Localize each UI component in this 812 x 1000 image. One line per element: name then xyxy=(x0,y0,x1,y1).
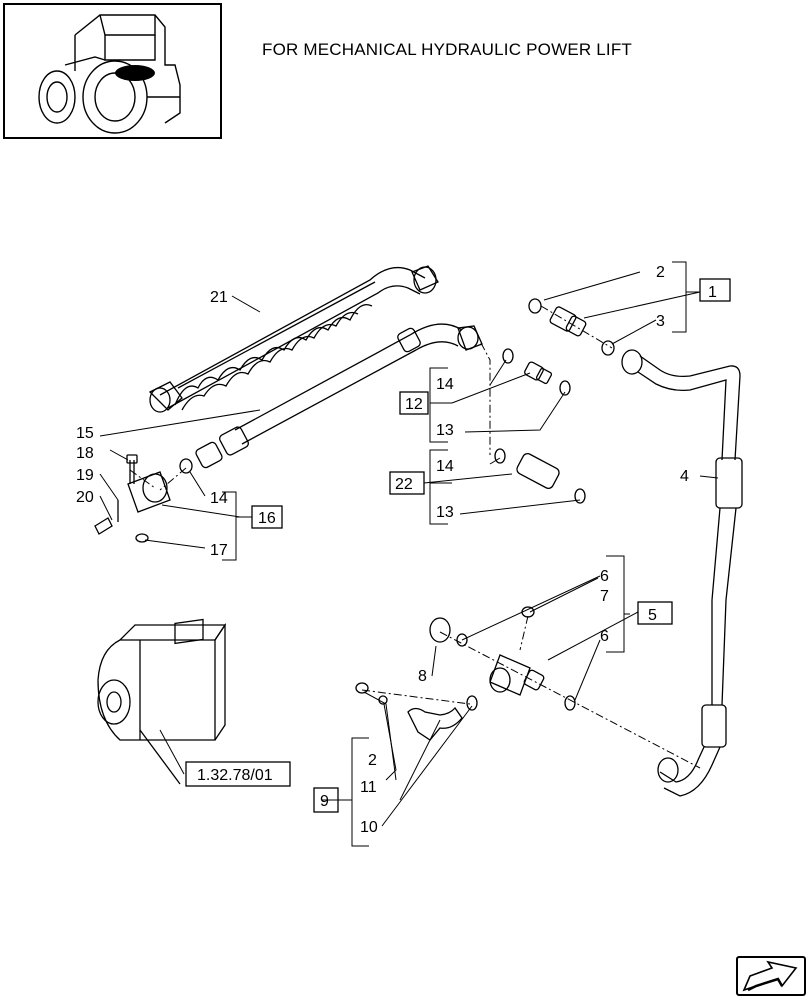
callout-13-upper: 13 xyxy=(436,422,454,439)
callout-15: 15 xyxy=(76,425,94,442)
next-page-button[interactable] xyxy=(736,956,806,996)
tractor-icon xyxy=(38,14,181,134)
next-page-arrow-icon xyxy=(742,960,798,992)
callout-3: 3 xyxy=(656,313,665,330)
pipe-4 xyxy=(621,349,743,797)
callout-18: 18 xyxy=(76,445,94,462)
hose-21 xyxy=(148,265,439,413)
callout-12: 12 xyxy=(405,396,423,413)
callout-4: 4 xyxy=(680,468,689,485)
callout-10: 10 xyxy=(360,819,378,836)
callout-2-lower: 2 xyxy=(368,752,377,769)
callout-1: 1 xyxy=(708,284,717,301)
pump-illustration xyxy=(97,618,227,785)
tractor-thumbnail xyxy=(3,3,222,139)
callout-2-upper: 2 xyxy=(656,264,665,281)
callout-9: 9 xyxy=(320,793,329,810)
callout-13-lower: 13 xyxy=(436,504,454,521)
callout-19: 19 xyxy=(76,467,94,484)
callout-20: 20 xyxy=(76,489,94,506)
adapter-12 xyxy=(502,348,571,396)
elbow-block-16 xyxy=(94,454,193,543)
callout-14-middle: 14 xyxy=(436,458,454,475)
elbow-9 xyxy=(355,682,478,741)
page-title: FOR MECHANICAL HYDRAULIC POWER LIFT xyxy=(262,40,633,59)
callout-8: 8 xyxy=(418,668,427,685)
callout-11: 11 xyxy=(360,779,377,796)
callout-22: 22 xyxy=(395,476,413,493)
callout-5: 5 xyxy=(648,607,657,624)
adapter-22 xyxy=(494,448,586,504)
pump-reference-label: 1.32.78/01 xyxy=(197,767,273,784)
tee-5 xyxy=(429,606,576,711)
callout-14-left: 14 xyxy=(210,490,228,507)
callout-7: 7 xyxy=(600,588,609,605)
callout-6-lower: 6 xyxy=(600,628,609,645)
callout-16: 16 xyxy=(258,510,276,527)
pipe-15 xyxy=(195,323,483,469)
adapter-1 xyxy=(528,298,615,356)
callout-14-upper: 14 xyxy=(436,376,454,393)
callout-17: 17 xyxy=(210,542,228,559)
callout-21: 21 xyxy=(210,289,228,306)
callout-6-upper: 6 xyxy=(600,568,609,585)
